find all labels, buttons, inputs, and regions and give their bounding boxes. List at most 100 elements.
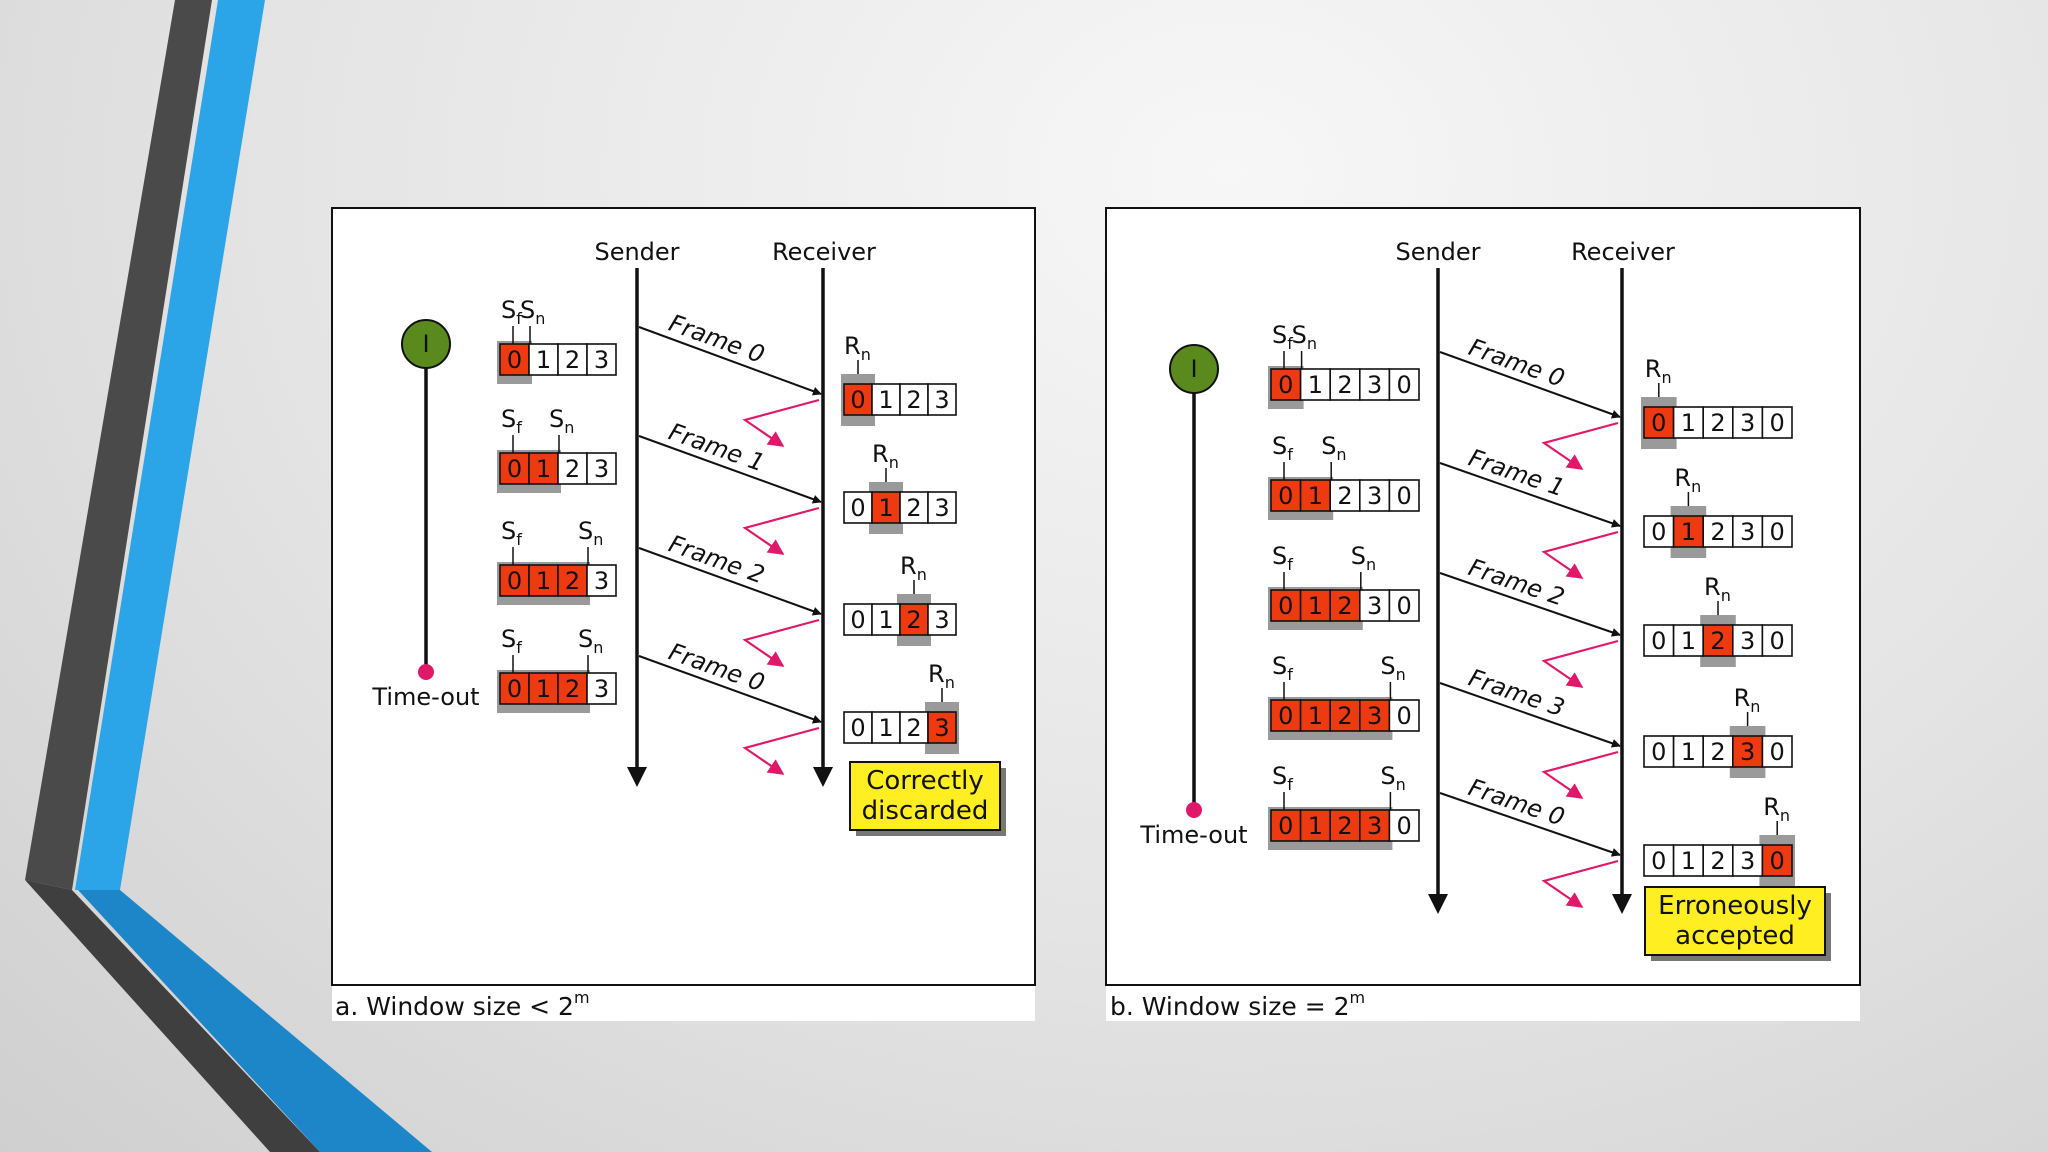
sender-cell-label: 0 — [1278, 482, 1293, 510]
receiver-cell — [899, 603, 929, 636]
sender-label: Sender — [1395, 238, 1480, 266]
receiver-cell-label: 0 — [1651, 847, 1666, 875]
receiver-cell-label: 1 — [878, 494, 893, 522]
receiver-cell-label: 3 — [1740, 847, 1755, 875]
receiver-cell — [927, 711, 957, 744]
panel-frame — [1105, 207, 1861, 986]
receiver-cell-label: 0 — [850, 494, 865, 522]
sender-cell — [557, 452, 588, 485]
frame-arrow — [638, 435, 822, 504]
receiver-cell — [927, 491, 957, 524]
sender-cell-label: 1 — [536, 567, 551, 595]
sender-cell-label: 2 — [1337, 702, 1352, 730]
sender-cell — [1329, 368, 1361, 401]
sender-cell — [499, 343, 530, 376]
sender-cell-label: 1 — [1308, 702, 1323, 730]
sender-cell — [1388, 699, 1420, 732]
lost-ack-arrow — [1541, 530, 1619, 579]
receiver-cell-label: 0 — [1651, 627, 1666, 655]
result-note — [1644, 886, 1826, 956]
receiver-cell-label: 0 — [1770, 627, 1785, 655]
sender-cell — [1388, 368, 1420, 401]
lost-ack-arrow — [742, 618, 820, 667]
lost-ack-arrow — [742, 506, 820, 555]
receiver-cell-label: 2 — [1710, 847, 1725, 875]
receiver-cell — [927, 383, 957, 416]
receiver-cell — [1761, 735, 1793, 768]
receiver-cell — [1643, 624, 1675, 657]
sender-cell-label: 2 — [565, 346, 580, 374]
receiver-cell-label: 0 — [1770, 738, 1785, 766]
sender-cell-label: 3 — [1367, 812, 1382, 840]
lost-ack-arrow — [742, 398, 820, 447]
sender-cell-label: 0 — [1397, 482, 1412, 510]
panel-frame — [331, 207, 1036, 986]
sender-cell-label: 1 — [1308, 592, 1323, 620]
receiver-cell-label: 2 — [906, 386, 921, 414]
receiver-cell-label: 0 — [1651, 738, 1666, 766]
dark-stripe — [25, 0, 212, 890]
sender-cell-label: 0 — [1397, 812, 1412, 840]
receiver-cell — [1672, 735, 1704, 768]
sender-cell — [586, 452, 617, 485]
receiver-cell-label: 0 — [1770, 409, 1785, 437]
receiver-cell-label: 0 — [1770, 518, 1785, 546]
sender-cell-label: 1 — [536, 346, 551, 374]
receiver-cell-label: 1 — [1681, 738, 1696, 766]
receiver-cell-label: 1 — [1681, 847, 1696, 875]
sender-cell — [1329, 809, 1361, 842]
receiver-cell-label: 3 — [934, 494, 949, 522]
sender-cell-label: 2 — [565, 567, 580, 595]
frame-arrow — [638, 326, 822, 396]
frame-arrow — [1439, 351, 1621, 419]
receiver-cell-label: 3 — [1740, 409, 1755, 437]
caption-text: b. Window size = 2 — [1110, 992, 1350, 1021]
sender-cell — [1359, 699, 1391, 732]
sender-cell-label: 0 — [1278, 592, 1293, 620]
sender-cell-label: 0 — [507, 567, 522, 595]
sender-cell — [557, 343, 588, 376]
sender-cell-label: 0 — [1397, 702, 1412, 730]
sender-cell — [586, 564, 617, 597]
sender-cell-label: 0 — [1397, 371, 1412, 399]
frame-arrow — [1439, 572, 1621, 637]
sender-cell-label: 3 — [594, 567, 609, 595]
sender-cell — [1270, 368, 1302, 401]
sender-cell-label: 2 — [1337, 482, 1352, 510]
sender-cell-label: 2 — [565, 455, 580, 483]
lost-ack-arrow — [1541, 750, 1619, 799]
receiver-cell — [1672, 624, 1704, 657]
receiver-cell-label: 0 — [850, 714, 865, 742]
lost-ack-arrow — [1541, 639, 1619, 688]
sender-cell — [1388, 479, 1420, 512]
dark-wedge — [25, 880, 320, 1152]
receiver-cell-label: 2 — [1710, 738, 1725, 766]
sender-cell — [586, 672, 617, 705]
receiver-label: Receiver — [772, 238, 876, 266]
sender-cell — [528, 672, 559, 705]
frame-arrow — [1439, 682, 1621, 748]
sender-cell-label: 2 — [1337, 812, 1352, 840]
receiver-cell — [1672, 406, 1704, 439]
receiver-cell-label: 3 — [1740, 738, 1755, 766]
sender-cell-label: 0 — [1278, 702, 1293, 730]
sender-cell-label: 3 — [594, 346, 609, 374]
lost-ack-arrow — [1541, 859, 1619, 908]
receiver-cell — [1732, 406, 1764, 439]
sender-cell-label: 0 — [1397, 592, 1412, 620]
timer-icon — [1169, 344, 1219, 394]
receiver-cell — [843, 383, 873, 416]
result-note-line2: discarded — [862, 796, 989, 826]
